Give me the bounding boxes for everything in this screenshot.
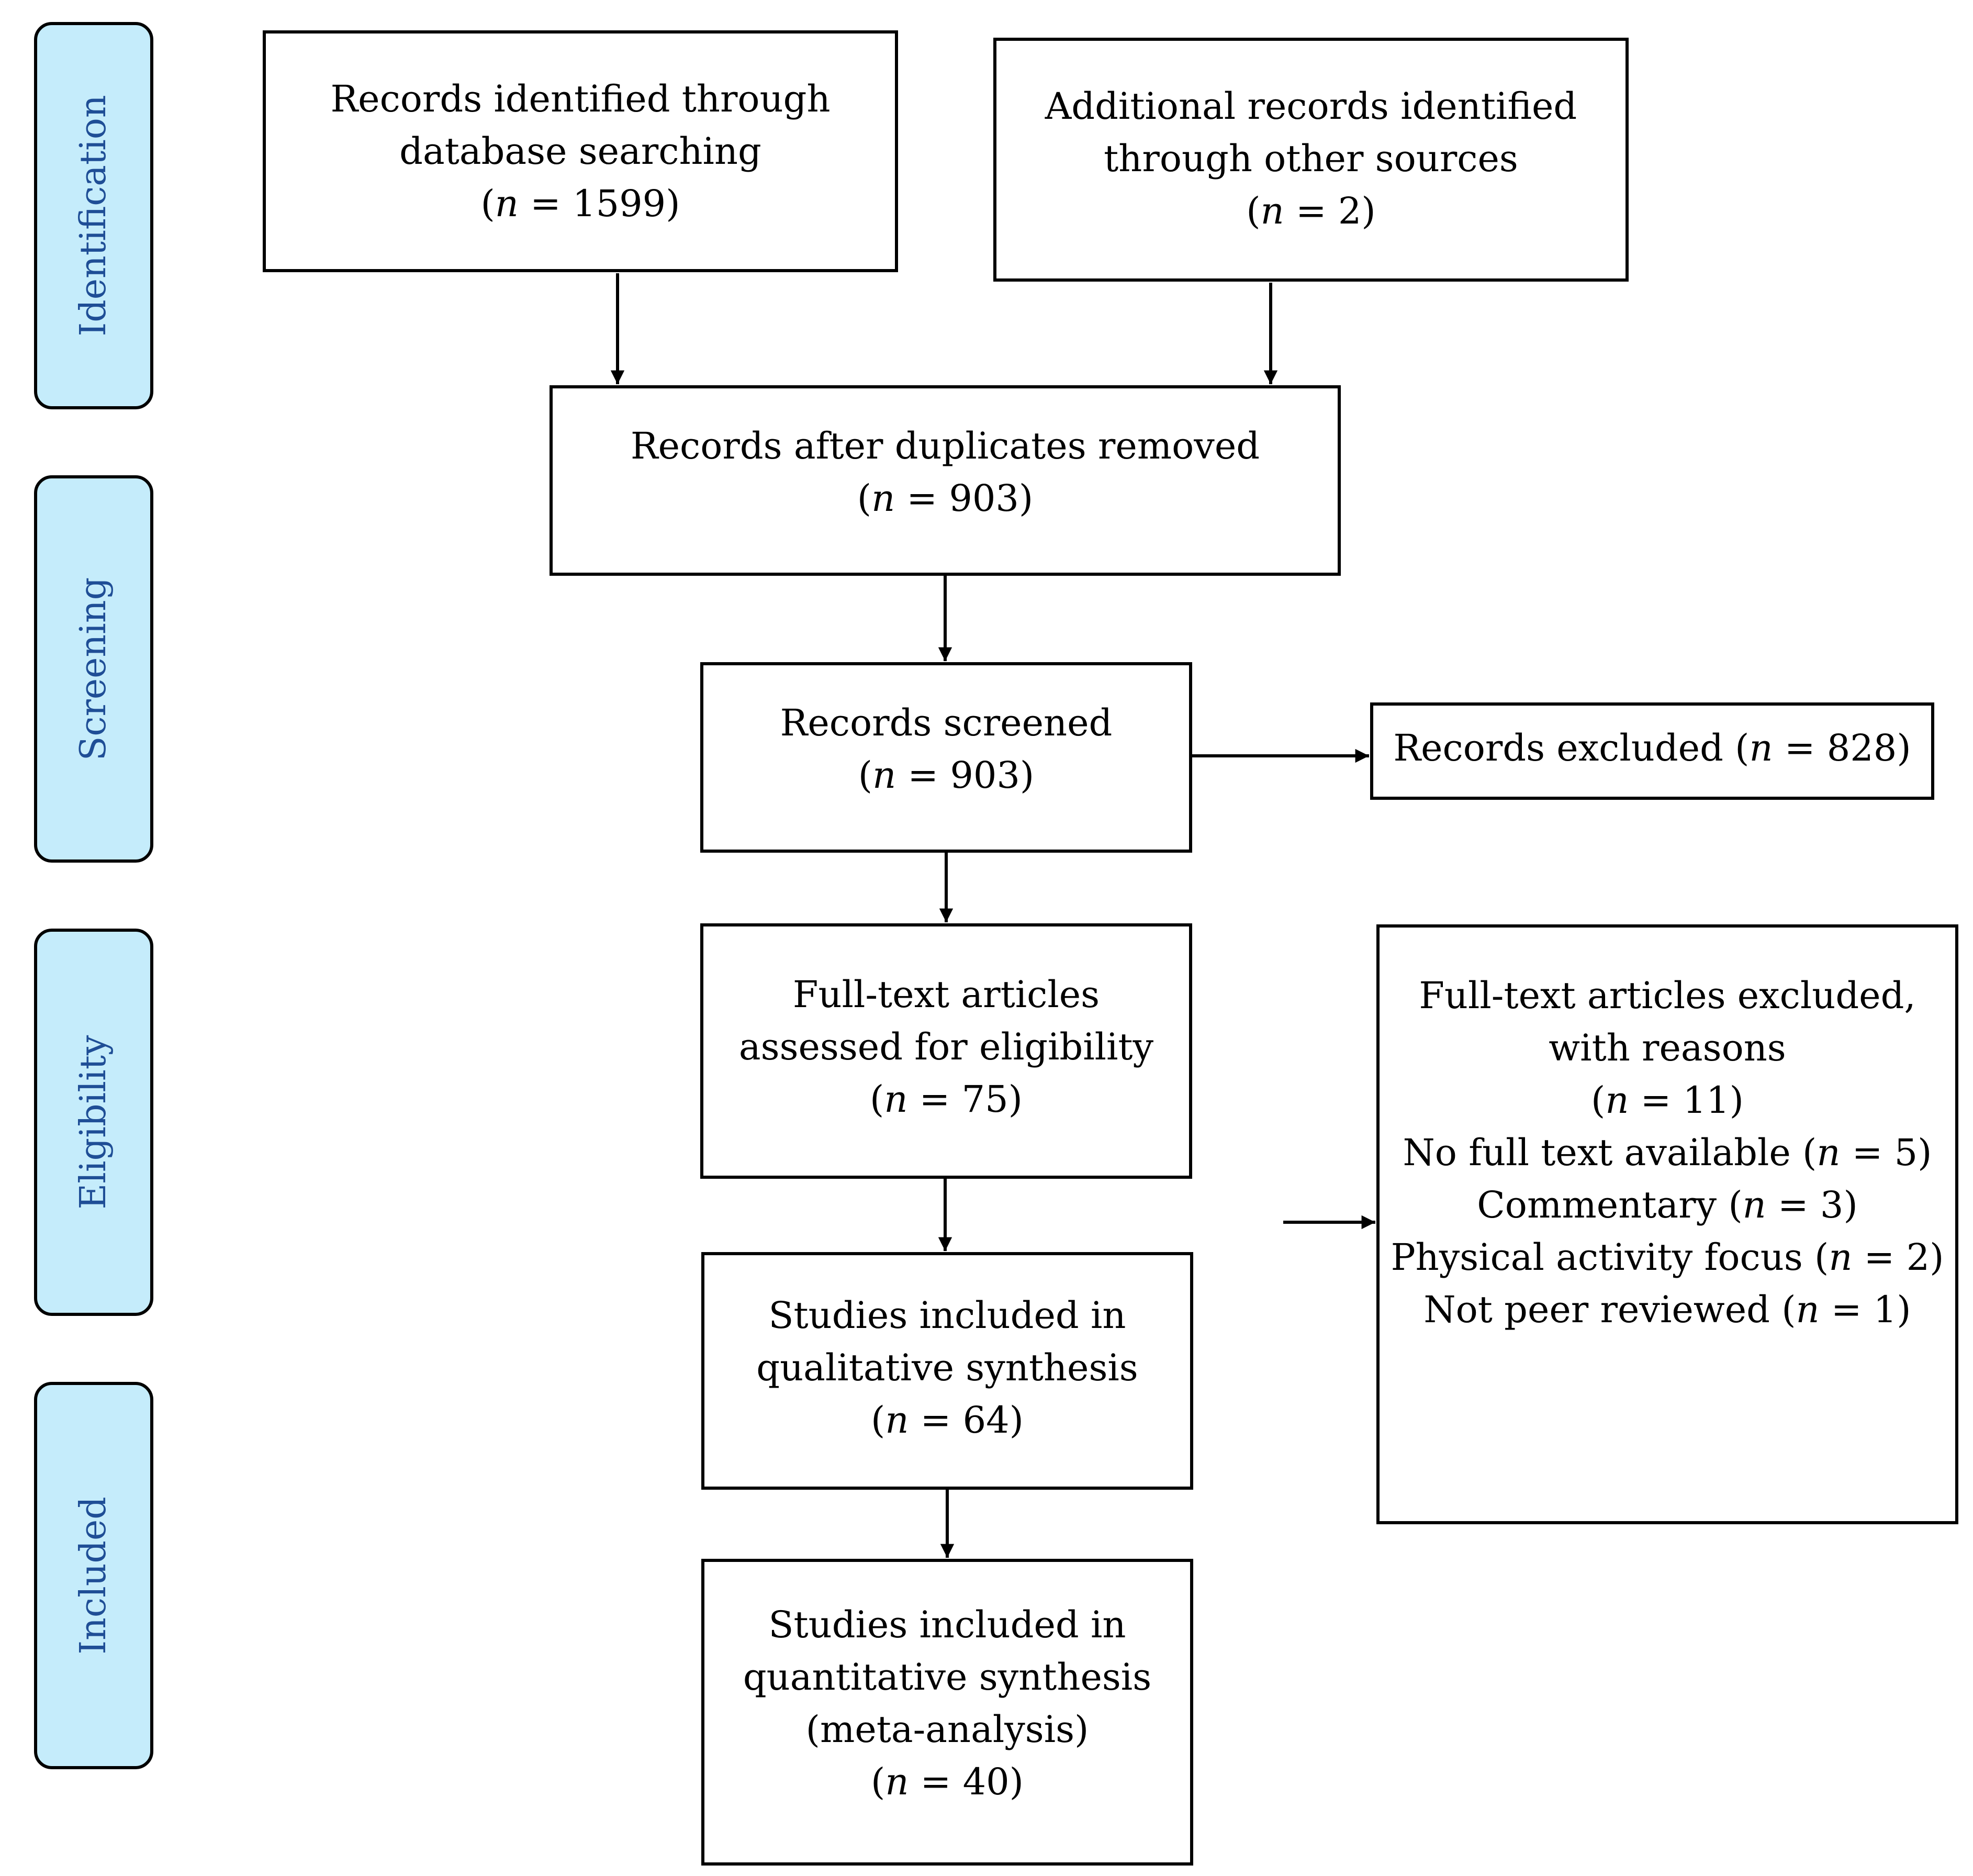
box-other-line-2: through other sources <box>1104 137 1518 180</box>
count-value: 75 <box>961 1078 1008 1121</box>
box-quantitative-line-3: (meta-analysis) <box>805 1708 1089 1751</box>
box-duplicates-removed: Records after duplicates removed (n = 90… <box>550 385 1341 576</box>
box-full-text-excluded: Full-text articles excluded, with reason… <box>1376 924 1958 1524</box>
box-database-line-2: database searching <box>399 130 761 173</box>
box-qualitative-count: (n = 64) <box>871 1399 1024 1442</box>
count-value: 11 <box>1683 1079 1730 1122</box>
phase-screening: Screening <box>34 475 153 863</box>
box-quantitative-synthesis: Studies included in quantitative synthes… <box>701 1559 1193 1866</box>
n-symbol: n <box>884 1078 908 1121</box>
box-other-count: (n = 2) <box>1246 189 1376 232</box>
count-value: 903 <box>949 477 1019 520</box>
box-full-text-assessed: Full-text articles assessed for eligibil… <box>700 923 1192 1179</box>
box-other-sources: Additional records identified through ot… <box>993 38 1629 282</box>
n-symbol: n <box>1260 189 1284 232</box>
exclusion-reason: Commentary (n = 3) <box>1477 1183 1858 1226</box>
box-duplicates-line-1: Records after duplicates removed <box>630 425 1260 467</box>
count-value: 2 <box>1338 189 1362 232</box>
n-symbol: n <box>495 182 519 225</box>
exclusion-reason: Physical activity focus (n = 2) <box>1391 1236 1944 1279</box>
box-full-text-line-1: Full-text articles <box>792 973 1100 1016</box>
box-database-count: (n = 1599) <box>480 182 680 225</box>
box-other-line-1: Additional records identified <box>1045 85 1577 128</box>
phase-eligibility: Eligibility <box>34 929 153 1316</box>
count-value: 64 <box>962 1399 1010 1442</box>
box-duplicates-count: (n = 903) <box>857 477 1034 520</box>
box-quantitative-line-2: quantitative synthesis <box>743 1656 1152 1699</box>
box-qualitative-line-2: qualitative synthesis <box>756 1346 1138 1389</box>
exclusion-reason: No full text available (n = 5) <box>1403 1131 1932 1174</box>
n-symbol: n <box>885 1399 909 1442</box>
box-quantitative-count: (n = 40) <box>871 1760 1024 1803</box>
count-value: 40 <box>962 1760 1010 1803</box>
exclusion-reason: Not peer reviewed (n = 1) <box>1423 1288 1911 1331</box>
box-ft-excluded-line-2: with reasons <box>1549 1026 1786 1069</box>
count-value: 1599 <box>573 182 666 225</box>
box-qualitative-synthesis: Studies included in qualitative synthesi… <box>701 1252 1193 1490</box>
n-symbol: n <box>885 1760 909 1803</box>
phase-included: Included <box>34 1382 153 1769</box>
count-value: 903 <box>950 754 1020 797</box>
n-symbol: n <box>871 477 895 520</box>
box-database-line-1: Records identified through <box>330 77 831 120</box>
box-ft-excluded-count: (n = 11) <box>1591 1079 1744 1122</box>
n-symbol: n <box>872 754 896 797</box>
box-full-text-line-2: assessed for eligibility <box>738 1025 1154 1068</box>
count-value: 828 <box>1826 727 1897 769</box>
box-screened-line-1: Records screened <box>780 701 1113 744</box>
phase-identification: Identification <box>34 22 153 409</box>
box-records-screened: Records screened (n = 903) <box>700 662 1192 853</box>
box-records-excluded: Records excluded (n = 828) <box>1370 702 1934 800</box>
box-qualitative-line-1: Studies included in <box>768 1294 1126 1337</box>
box-excluded-text: Records excluded (n = 828) <box>1393 727 1911 769</box>
box-ft-excluded-line-1: Full-text articles excluded, <box>1419 974 1916 1017</box>
n-symbol: n <box>1605 1079 1629 1122</box>
box-screened-count: (n = 903) <box>858 754 1035 797</box>
box-quantitative-line-1: Studies included in <box>768 1603 1126 1646</box>
box-database-records: Records identified through database sear… <box>263 30 898 272</box>
box-full-text-count: (n = 75) <box>870 1078 1023 1121</box>
n-symbol: n <box>1749 727 1773 769</box>
